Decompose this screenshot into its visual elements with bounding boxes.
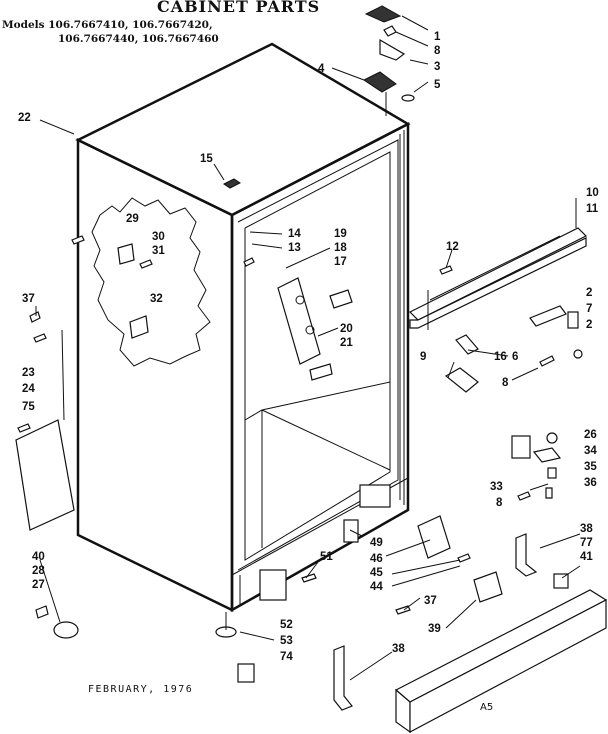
callout-77: 77 bbox=[580, 537, 593, 549]
left-side-parts bbox=[15, 311, 79, 639]
models-line-1: Models 106.7667410, 106.7667420, bbox=[2, 19, 213, 31]
callout-12: 12 bbox=[446, 241, 459, 253]
callout-74: 74 bbox=[280, 651, 293, 663]
callout-14: 14 bbox=[288, 228, 301, 240]
bottom-parts bbox=[215, 515, 608, 734]
print-date: FEBRUARY, 1976 bbox=[88, 684, 194, 695]
callout-23: 23 bbox=[22, 367, 35, 379]
callout-37-bottom: 37 bbox=[424, 595, 437, 607]
callout-8-mid: 8 bbox=[502, 377, 509, 389]
callout-19: 19 bbox=[334, 228, 347, 240]
callout-11: 11 bbox=[586, 203, 599, 215]
callout-20: 20 bbox=[340, 323, 353, 335]
callout-4: 4 bbox=[318, 63, 325, 75]
callout-36: 36 bbox=[584, 477, 597, 489]
callout-22: 22 bbox=[18, 112, 31, 124]
callout-27: 27 bbox=[32, 579, 45, 591]
inner-wall-parts bbox=[243, 257, 353, 381]
callout-8-top: 8 bbox=[434, 45, 441, 57]
hinge-rail-parts bbox=[408, 227, 588, 330]
callout-38-bottom: 38 bbox=[392, 643, 405, 655]
callout-51: 51 bbox=[320, 551, 333, 563]
callout-5: 5 bbox=[434, 79, 441, 91]
callout-10: 10 bbox=[586, 187, 599, 199]
callout-35: 35 bbox=[584, 461, 597, 473]
callout-16: 16 bbox=[494, 351, 507, 363]
top-hinge-group bbox=[363, 5, 415, 116]
callout-30: 30 bbox=[152, 231, 165, 243]
callout-44: 44 bbox=[370, 581, 383, 593]
callout-34: 34 bbox=[584, 445, 597, 457]
callout-3: 3 bbox=[434, 61, 440, 73]
callout-39: 39 bbox=[428, 623, 441, 635]
callout-53: 53 bbox=[280, 635, 293, 647]
callout-7: 7 bbox=[586, 303, 592, 315]
callout-41: 41 bbox=[580, 551, 593, 563]
callout-24: 24 bbox=[22, 383, 35, 395]
callout-26: 26 bbox=[584, 429, 597, 441]
callout-37-left: 37 bbox=[22, 293, 35, 305]
cabinet-body bbox=[75, 42, 411, 613]
callout-46: 46 bbox=[370, 553, 383, 565]
callout-13: 13 bbox=[288, 242, 301, 254]
models-line-2: 106.7667440, 106.7667460 bbox=[58, 33, 219, 45]
callout-49: 49 bbox=[370, 537, 383, 549]
left-wall-parts bbox=[71, 235, 153, 339]
callout-9: 9 bbox=[420, 351, 426, 363]
callout-1: 1 bbox=[434, 31, 441, 43]
callout-75: 75 bbox=[22, 401, 35, 413]
page-code: A5 bbox=[480, 702, 494, 713]
callout-38-right: 38 bbox=[580, 523, 593, 535]
diagram-title: CABINET PARTS bbox=[157, 0, 321, 16]
right-lower-parts bbox=[511, 432, 562, 501]
callout-17: 17 bbox=[334, 256, 347, 268]
callout-6: 6 bbox=[512, 351, 518, 363]
lower-hinge-group bbox=[444, 305, 583, 393]
callout-2-lower: 2 bbox=[586, 319, 592, 331]
callout-40: 40 bbox=[32, 551, 45, 563]
callout-29: 29 bbox=[126, 213, 139, 225]
door-stop-part bbox=[223, 178, 241, 189]
callout-15: 15 bbox=[200, 153, 213, 165]
callout-31: 31 bbox=[152, 245, 165, 257]
callout-28: 28 bbox=[32, 565, 45, 577]
callout-18: 18 bbox=[334, 242, 347, 254]
insulation-cutaway bbox=[91, 197, 211, 367]
model-numbers: Models 106.7667410, 106.7667420, 106.766… bbox=[2, 18, 219, 46]
callout-32: 32 bbox=[150, 293, 163, 305]
callout-8-low: 8 bbox=[496, 497, 503, 509]
callout-52: 52 bbox=[280, 619, 293, 631]
callout-33: 33 bbox=[490, 481, 503, 493]
callout-2-upper: 2 bbox=[586, 287, 592, 299]
callout-45: 45 bbox=[370, 567, 383, 579]
callout-21: 21 bbox=[340, 337, 353, 349]
leader-lines bbox=[35, 15, 581, 681]
callout-labels: 1 8 3 4 5 22 15 10 11 12 29 30 31 32 14 … bbox=[18, 31, 599, 663]
